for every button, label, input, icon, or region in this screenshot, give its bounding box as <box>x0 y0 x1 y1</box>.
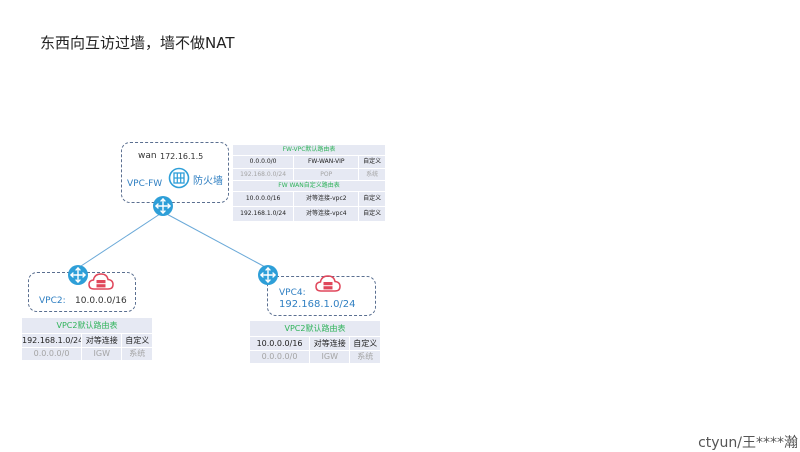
vpc2-route-table: VPC2默认路由表 192.168.1.0/24 对等连接 自定义 0.0.0.… <box>22 318 152 360</box>
firewall-icon <box>168 167 190 189</box>
table-row: 10.0.0.0/16 对等连接 自定义 <box>250 336 380 350</box>
table-cell: 对等连接 <box>81 334 121 347</box>
vpc4-cidr: 192.168.1.0/24 <box>279 299 356 310</box>
slide-title: 东西向互访过墙，墙不做NAT <box>40 34 235 52</box>
fw-vpc-table-title: FW-VPC默认路由表 <box>282 146 336 153</box>
table-cell: 192.168.1.0/24 <box>22 336 82 345</box>
vpc4-name: VPC4: <box>279 288 306 298</box>
table-cell: 0.0.0.0/0 <box>261 352 298 361</box>
table-cell: 对等连接-vpc2 <box>293 192 358 206</box>
wan-ip: 172.16.1.5 <box>160 152 204 161</box>
vpc2-table-title: VPC2默认路由表 <box>56 321 118 330</box>
firewall-label: 防火墙 <box>193 176 223 187</box>
table-cell: 0.0.0.0/0 <box>33 349 70 358</box>
table-cell: 10.0.0.0/16 <box>245 195 281 202</box>
table-cell: POP <box>293 169 358 180</box>
table-cell: 系统 <box>358 169 385 180</box>
table-cell: IGW <box>309 351 349 363</box>
table-row: 0.0.0.0/0 IGW 系统 <box>22 347 152 360</box>
vpc-fw-name: VPC-FW <box>127 179 163 189</box>
table-row: 192.168.1.0/24 对等连接-vpc4 自定义 <box>233 206 385 221</box>
table-cell: 系统 <box>121 348 152 360</box>
table-cell: 系统 <box>349 351 380 363</box>
fw-wan-table-title: FW WAN自定义路由表 <box>233 180 385 191</box>
table-cell: 自定义 <box>358 156 385 168</box>
table-cell: 192.168.0.0/24 <box>240 171 287 178</box>
wan-label: wan <box>138 151 157 161</box>
link-fw-to-vpc2 <box>77 211 164 269</box>
table-cell: 自定义 <box>121 334 152 347</box>
vpc4-cloud-server-icon <box>315 275 341 292</box>
table-cell: 自定义 <box>358 207 385 221</box>
table-cell: 自定义 <box>358 192 385 206</box>
vpc2-name: VPC2: <box>39 296 66 306</box>
vpc2-router-icon <box>68 265 88 285</box>
vpc4-table-title: VPC2默认路由表 <box>284 324 346 333</box>
vpc4-route-table: VPC2默认路由表 10.0.0.0/16 对等连接 自定义 0.0.0.0/0… <box>250 321 380 363</box>
watermark: ctyun/王****瀚 <box>698 435 798 451</box>
vpc2-cidr: 10.0.0.0/16 <box>75 296 127 306</box>
table-row: 0.0.0.0/0 FW-WAN-VIP 自定义 <box>233 155 385 168</box>
table-cell: 10.0.0.0/16 <box>256 339 303 348</box>
vpc4-router-icon <box>258 265 278 285</box>
table-cell: 对等连接-vpc4 <box>293 207 358 221</box>
table-row: 192.168.1.0/24 对等连接 自定义 <box>22 333 152 347</box>
table-cell: 0.0.0.0/0 <box>249 158 277 165</box>
table-row: 192.168.0.0/24 POP 系统 <box>233 168 385 180</box>
link-fw-to-vpc4 <box>162 211 268 269</box>
vpc2-cloud-server-icon <box>88 273 114 290</box>
table-cell: 自定义 <box>349 337 380 350</box>
fw-route-tables: FW-VPC默认路由表 0.0.0.0/0 FW-WAN-VIP 自定义 192… <box>233 145 385 221</box>
table-cell: 192.168.1.0/24 <box>240 210 287 217</box>
table-row: 10.0.0.0/16 对等连接-vpc2 自定义 <box>233 191 385 206</box>
table-cell: FW-WAN-VIP <box>293 156 358 168</box>
table-row: 0.0.0.0/0 IGW 系统 <box>250 350 380 363</box>
vpc-fw-box <box>121 142 229 203</box>
fw-router-icon <box>153 196 173 216</box>
table-cell: 对等连接 <box>309 337 349 350</box>
table-cell: IGW <box>81 348 121 360</box>
vpc4-box <box>267 276 376 316</box>
